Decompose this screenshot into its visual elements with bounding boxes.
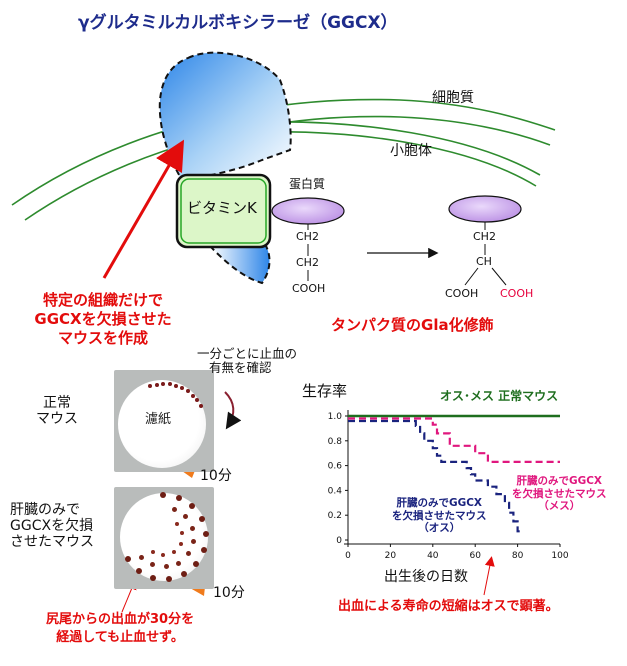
chart-annotation: 出血による寿命の短縮はオスで顕著。 [338, 599, 559, 614]
er-label: 小胞体 [390, 143, 432, 159]
legend-female-line-1: 肝臓のみでGGCX [516, 475, 603, 487]
modification-label: タンパク質のGla化修飾 [331, 316, 494, 334]
blood-spot [178, 542, 183, 546]
molecule-right-cooh-right: COOH [500, 287, 534, 300]
knockout-desc-line-3: マウスを作成 [57, 328, 148, 347]
liver-ko-line-3: させたマウス [10, 534, 94, 551]
liver-ko-line-1: 肝臓のみで [10, 502, 80, 518]
ggcx-enzyme-shape [158, 51, 292, 182]
knockout-desc-line-2: GGCXを欠損させた [34, 309, 172, 328]
blood-spot [186, 551, 192, 557]
molecule-left-cooh: COOH [292, 282, 326, 295]
blood-spot [202, 530, 209, 537]
ko-filter-photo [114, 487, 214, 589]
blood-spot [198, 515, 205, 522]
blood-spot [190, 393, 195, 398]
protein-label: 蛋白質 [289, 177, 326, 191]
rotation-arrow [224, 391, 242, 430]
blood-spot [176, 560, 182, 566]
blood-spot [154, 382, 159, 387]
liver-ko-line-2: GGCXを欠損 [10, 518, 94, 535]
blood-spot [201, 546, 207, 553]
blood-spot [183, 514, 189, 520]
blood-spot [193, 560, 200, 567]
legend-male-line-3: （オス） [418, 522, 461, 535]
blood-spot [149, 574, 156, 581]
survival-note-arrow [483, 556, 495, 596]
blood-spot [163, 564, 169, 570]
blood-spot [125, 555, 131, 562]
blood-spot [190, 525, 196, 531]
blood-spot [198, 403, 203, 408]
blood-spot [161, 552, 166, 557]
blood-spot [151, 549, 156, 554]
liver-ko-mouse-label: 肝臓のみで GGCXを欠損 させたマウス [10, 502, 94, 550]
normal-filter-photo [114, 370, 214, 472]
ggcx-enzyme-lower [207, 245, 271, 285]
blood-spot [150, 562, 156, 568]
blood-spot [139, 554, 145, 560]
time-label-normal: 10分 [200, 468, 232, 484]
bleeding-note-line-1: 尻尾からの出血が30分を [46, 612, 195, 627]
chart-title: 生存率 [302, 382, 348, 400]
blood-spot [191, 538, 197, 544]
blood-spot [174, 383, 179, 388]
blood-spot [148, 384, 153, 389]
legend-female: 肝臓のみでGGCX を欠損させたマウス （メス） [512, 475, 607, 513]
legend-male-line-1: 肝臓のみでGGCX [396, 497, 483, 509]
normal-mouse-label: 正常 マウス [36, 395, 78, 427]
bleeding-note-line-2: 経過しても止血せず。 [56, 629, 184, 645]
blood-spot [165, 575, 172, 582]
blood-spot [172, 506, 178, 512]
knockout-desc-line-1: 特定の組織だけで [42, 291, 163, 309]
molecule-left-ch2-1: CH2 [296, 230, 319, 243]
blood-spot [181, 570, 188, 577]
blood-spot [161, 382, 166, 386]
page-title: γグルタミルカルボキシラーゼ（GGCX） [78, 13, 398, 33]
normal-mouse-line-2: マウス [36, 411, 78, 428]
protein-oval-left [271, 197, 345, 225]
knockout-desc: 特定の組織だけで GGCXを欠損させた マウスを作成 [28, 291, 178, 347]
blood-spot [174, 522, 179, 527]
bleeding-note: 尻尾からの出血が30分を 経過しても止血せず。 [46, 611, 194, 646]
time-label-ko: 10分 [213, 585, 245, 601]
blood-spot [185, 389, 190, 394]
cytoplasm-label: 細胞質 [432, 90, 474, 106]
check-note: 一分ごとに止血の 有無を確認 [197, 346, 298, 376]
membrane [11, 98, 556, 221]
bonds-right [464, 222, 507, 286]
normal-mouse-line-1: 正常 [43, 395, 71, 411]
vitamin-k-label: ビタミンK [187, 199, 257, 217]
molecule-left-ch2-2: CH2 [296, 256, 319, 269]
blood-spot [189, 502, 196, 509]
check-note-line-1: 一分ごとに止血の [197, 346, 298, 361]
blood-spot [179, 531, 184, 536]
blood-spot [195, 398, 200, 403]
protein-oval-right [448, 195, 522, 223]
legend-female-line-3: （メス） [538, 500, 581, 513]
vitamin-k-box [175, 173, 272, 249]
blood-spot [175, 494, 182, 501]
blood-spot [180, 386, 185, 391]
blood-spot [171, 550, 176, 555]
legend-male: 肝臓のみでGGCX を欠損させたマウス （オス） [392, 497, 487, 535]
filter-paper-label: 濾紙 [145, 412, 172, 427]
blood-spot [159, 492, 166, 499]
blood-spot [135, 567, 142, 574]
check-note-line-2: 有無を確認 [209, 360, 272, 376]
legend-female-line-2: を欠損させたマウス [512, 487, 607, 500]
legend-male-line-2: を欠損させたマウス [392, 509, 487, 522]
molecule-right-ch2: CH2 [473, 230, 496, 243]
molecule-right-cooh-left: COOH [445, 287, 479, 300]
red-arrow [102, 139, 185, 279]
chart-xlabel: 出生後の日数 [384, 569, 468, 585]
molecule-right-ch: CH [476, 255, 492, 268]
legend-normal: オス･メス 正常マウス [440, 389, 559, 403]
blood-spot [167, 382, 172, 387]
